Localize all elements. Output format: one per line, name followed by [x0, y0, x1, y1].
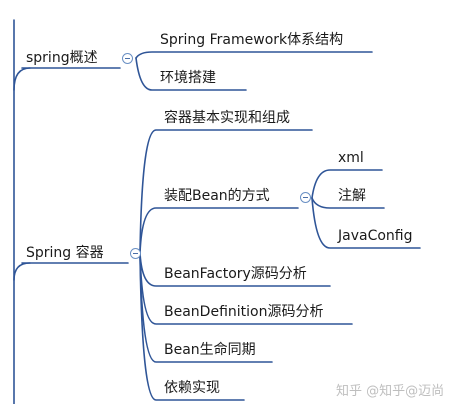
edge-container-assembly: [139, 207, 299, 254]
edge-overview-framework: [135, 51, 373, 59]
collapse-minus-icon[interactable]: [300, 192, 311, 203]
watermark-text: 知乎 @知乎@迈尚: [336, 384, 445, 399]
node-framework-architecture[interactable]: Spring Framework体系结构: [160, 32, 344, 48]
node-bean-assembly[interactable]: 装配Bean的方式: [164, 188, 270, 204]
node-beanfactory-source[interactable]: BeanFactory源码分析: [164, 266, 307, 282]
node-container-basics[interactable]: 容器基本实现和组成: [164, 110, 290, 126]
node-environment-setup[interactable]: 环境搭建: [160, 70, 216, 86]
edge-root-overview: [13, 67, 31, 91]
node-dependency-impl[interactable]: 依赖实现: [164, 380, 220, 396]
topic-spring-overview[interactable]: spring概述: [26, 50, 98, 66]
collapse-minus-icon[interactable]: [122, 53, 133, 64]
node-beandefinition-source[interactable]: BeanDefinition源码分析: [164, 304, 324, 320]
node-assembly-javaconfig[interactable]: JavaConfig: [338, 228, 413, 244]
node-assembly-annotation[interactable]: 注解: [338, 188, 366, 204]
node-assembly-xml[interactable]: xml: [338, 150, 364, 166]
edge-root-container: [13, 262, 31, 281]
collapse-minus-icon[interactable]: [130, 248, 141, 259]
topic-spring-container[interactable]: Spring 容器: [26, 245, 104, 261]
node-bean-lifecycle[interactable]: Bean生命同期: [164, 342, 256, 358]
